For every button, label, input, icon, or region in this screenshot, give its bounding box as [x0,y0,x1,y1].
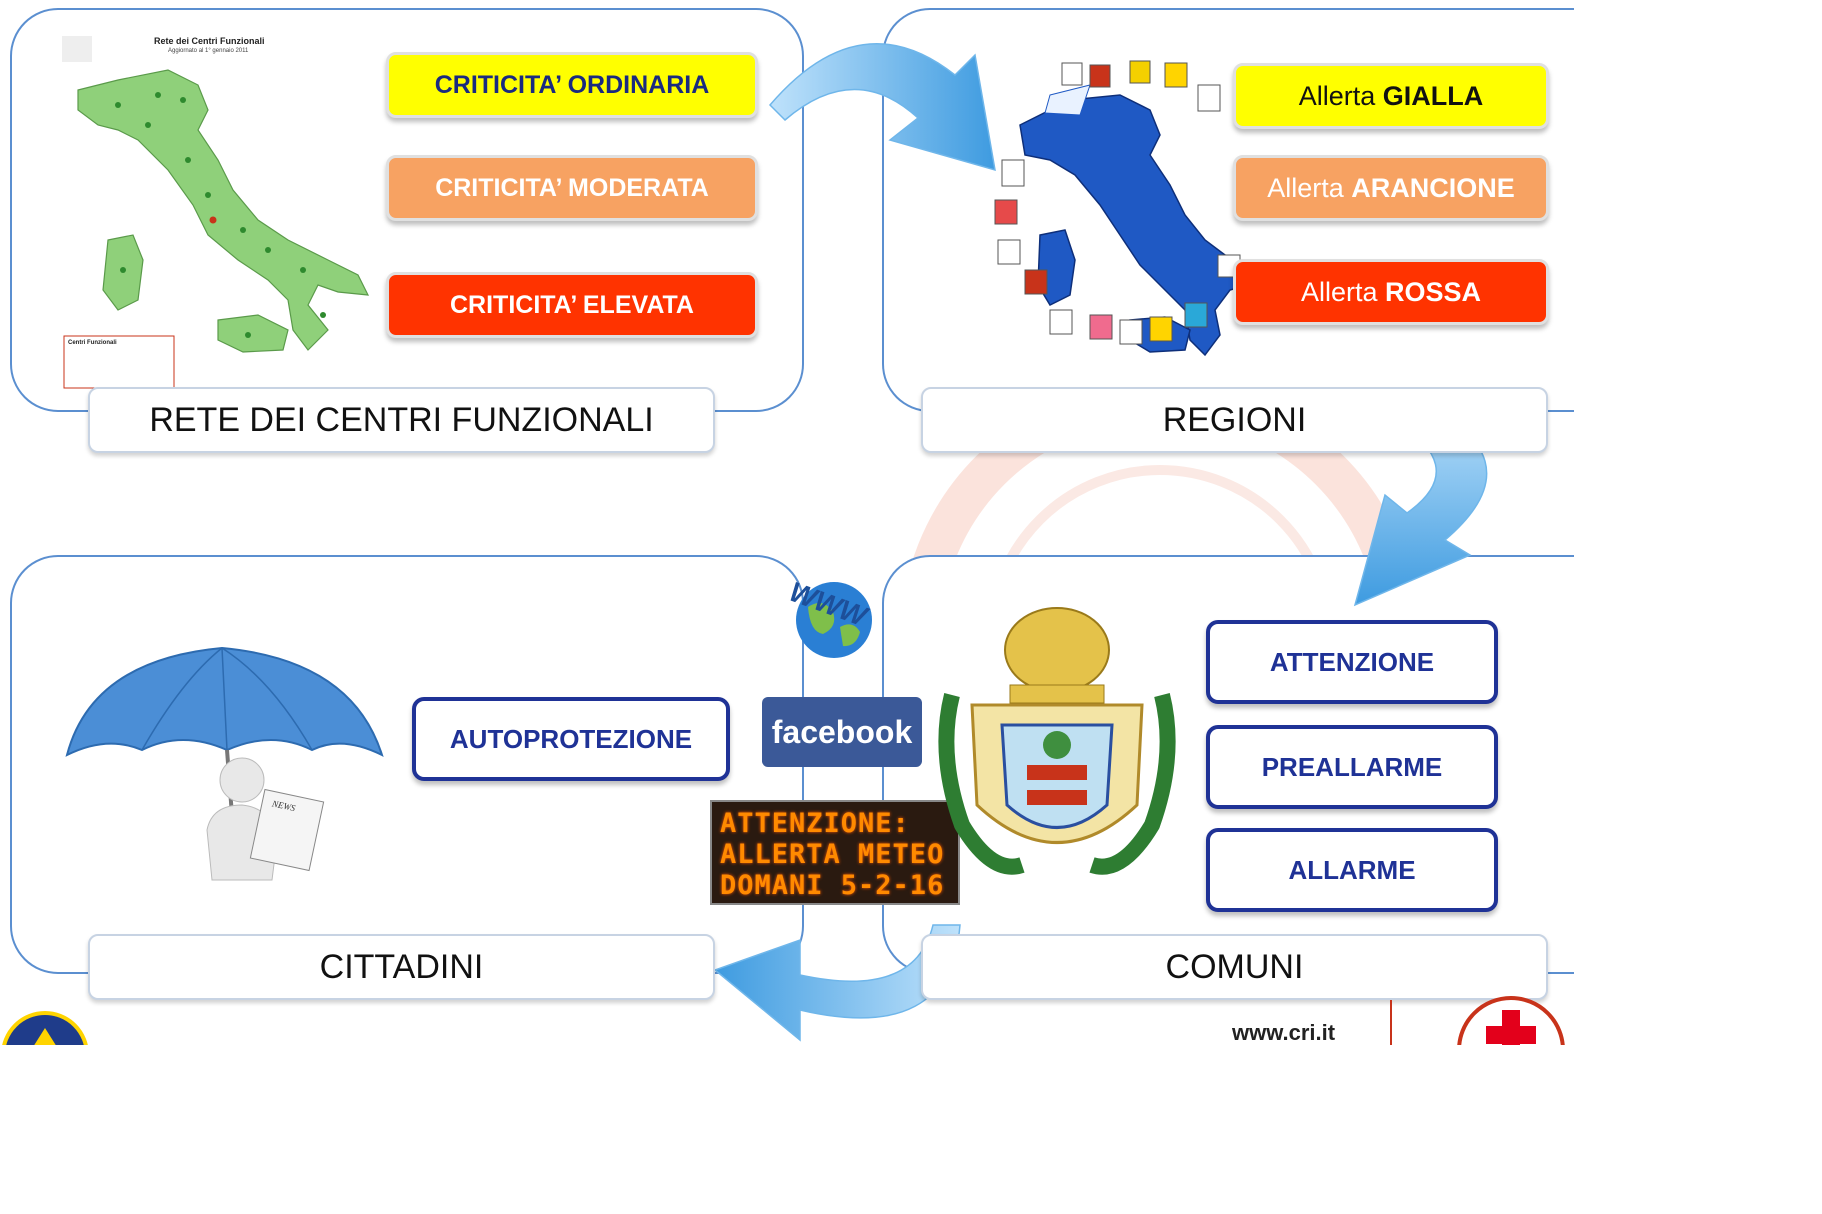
umbrella-person-illustration: NEWS [65,646,384,881]
footer-website-url[interactable]: www.cri.it [1232,1020,1336,1045]
autoprotezione-label: AUTOPROTEZIONE [412,697,730,781]
allarme-label: ALLARME [1206,828,1498,912]
allerta-prefix: Allerta [1298,80,1376,111]
allerta-arancione-label: Allerta ARANCIONE [1233,155,1549,221]
allerta-prefix: Allerta [1267,172,1344,203]
facebook-logo: facebook [762,697,922,767]
arrow-rete-to-regioni [768,43,996,172]
caption-cittadini: CITTADINI [88,934,715,1000]
allerta-arancione-word: ARANCIONE [1351,172,1515,203]
led-line-2: ALLERTA METEO [720,839,945,870]
red-cross-emblem [1457,996,1565,1045]
municipal-coat-of-arms [938,607,1176,875]
allerta-gialla-word: GIALLA [1382,80,1484,111]
map-legend-title: Centri Funzionali [68,340,117,346]
allerta-rossa-label: Allerta ROSSA [1233,259,1549,325]
criticita-elevata-label: CRITICITA’ ELEVATA [386,272,758,338]
led-line-1: ATTENZIONE: [720,808,910,839]
allerta-prefix: Allerta [1300,276,1378,307]
caption-regioni: REGIONI [921,387,1548,453]
preallarme-label: PREALLARME [1206,725,1498,809]
footer-divider [1390,1000,1392,1045]
criticita-ordinaria-label: CRITICITA’ ORDINARIA [386,52,758,118]
italy-centri-funzionali-map: Rete dei Centri Funzionali Aggiornato al… [58,30,378,390]
attenzione-label: ATTENZIONE [1206,620,1498,704]
map-title: Rete dei Centri Funzionali [154,36,265,46]
map-shape [62,36,370,389]
criticita-moderata-label: CRITICITA’ MODERATA [386,155,758,221]
www-globe-icon: WWW [785,576,873,658]
italy-regions-map [994,60,1249,357]
protezione-civile-cri-logo [2,1011,88,1045]
map-subtitle: Aggiornato al 1° gennaio 2011 [168,48,249,54]
caption-rete-centri-funzionali: RETE DEI CENTRI FUNZIONALI [88,387,715,453]
led-alert-sign: ATTENZIONE: ALLERTA METEO DOMANI 5-2-16 [710,800,960,905]
allerta-gialla-label: Allerta GIALLA [1233,63,1549,129]
allerta-rossa-word: ROSSA [1385,276,1482,307]
caption-comuni: COMUNI [921,934,1548,1000]
led-line-3: DOMANI 5-2-16 [720,870,945,901]
